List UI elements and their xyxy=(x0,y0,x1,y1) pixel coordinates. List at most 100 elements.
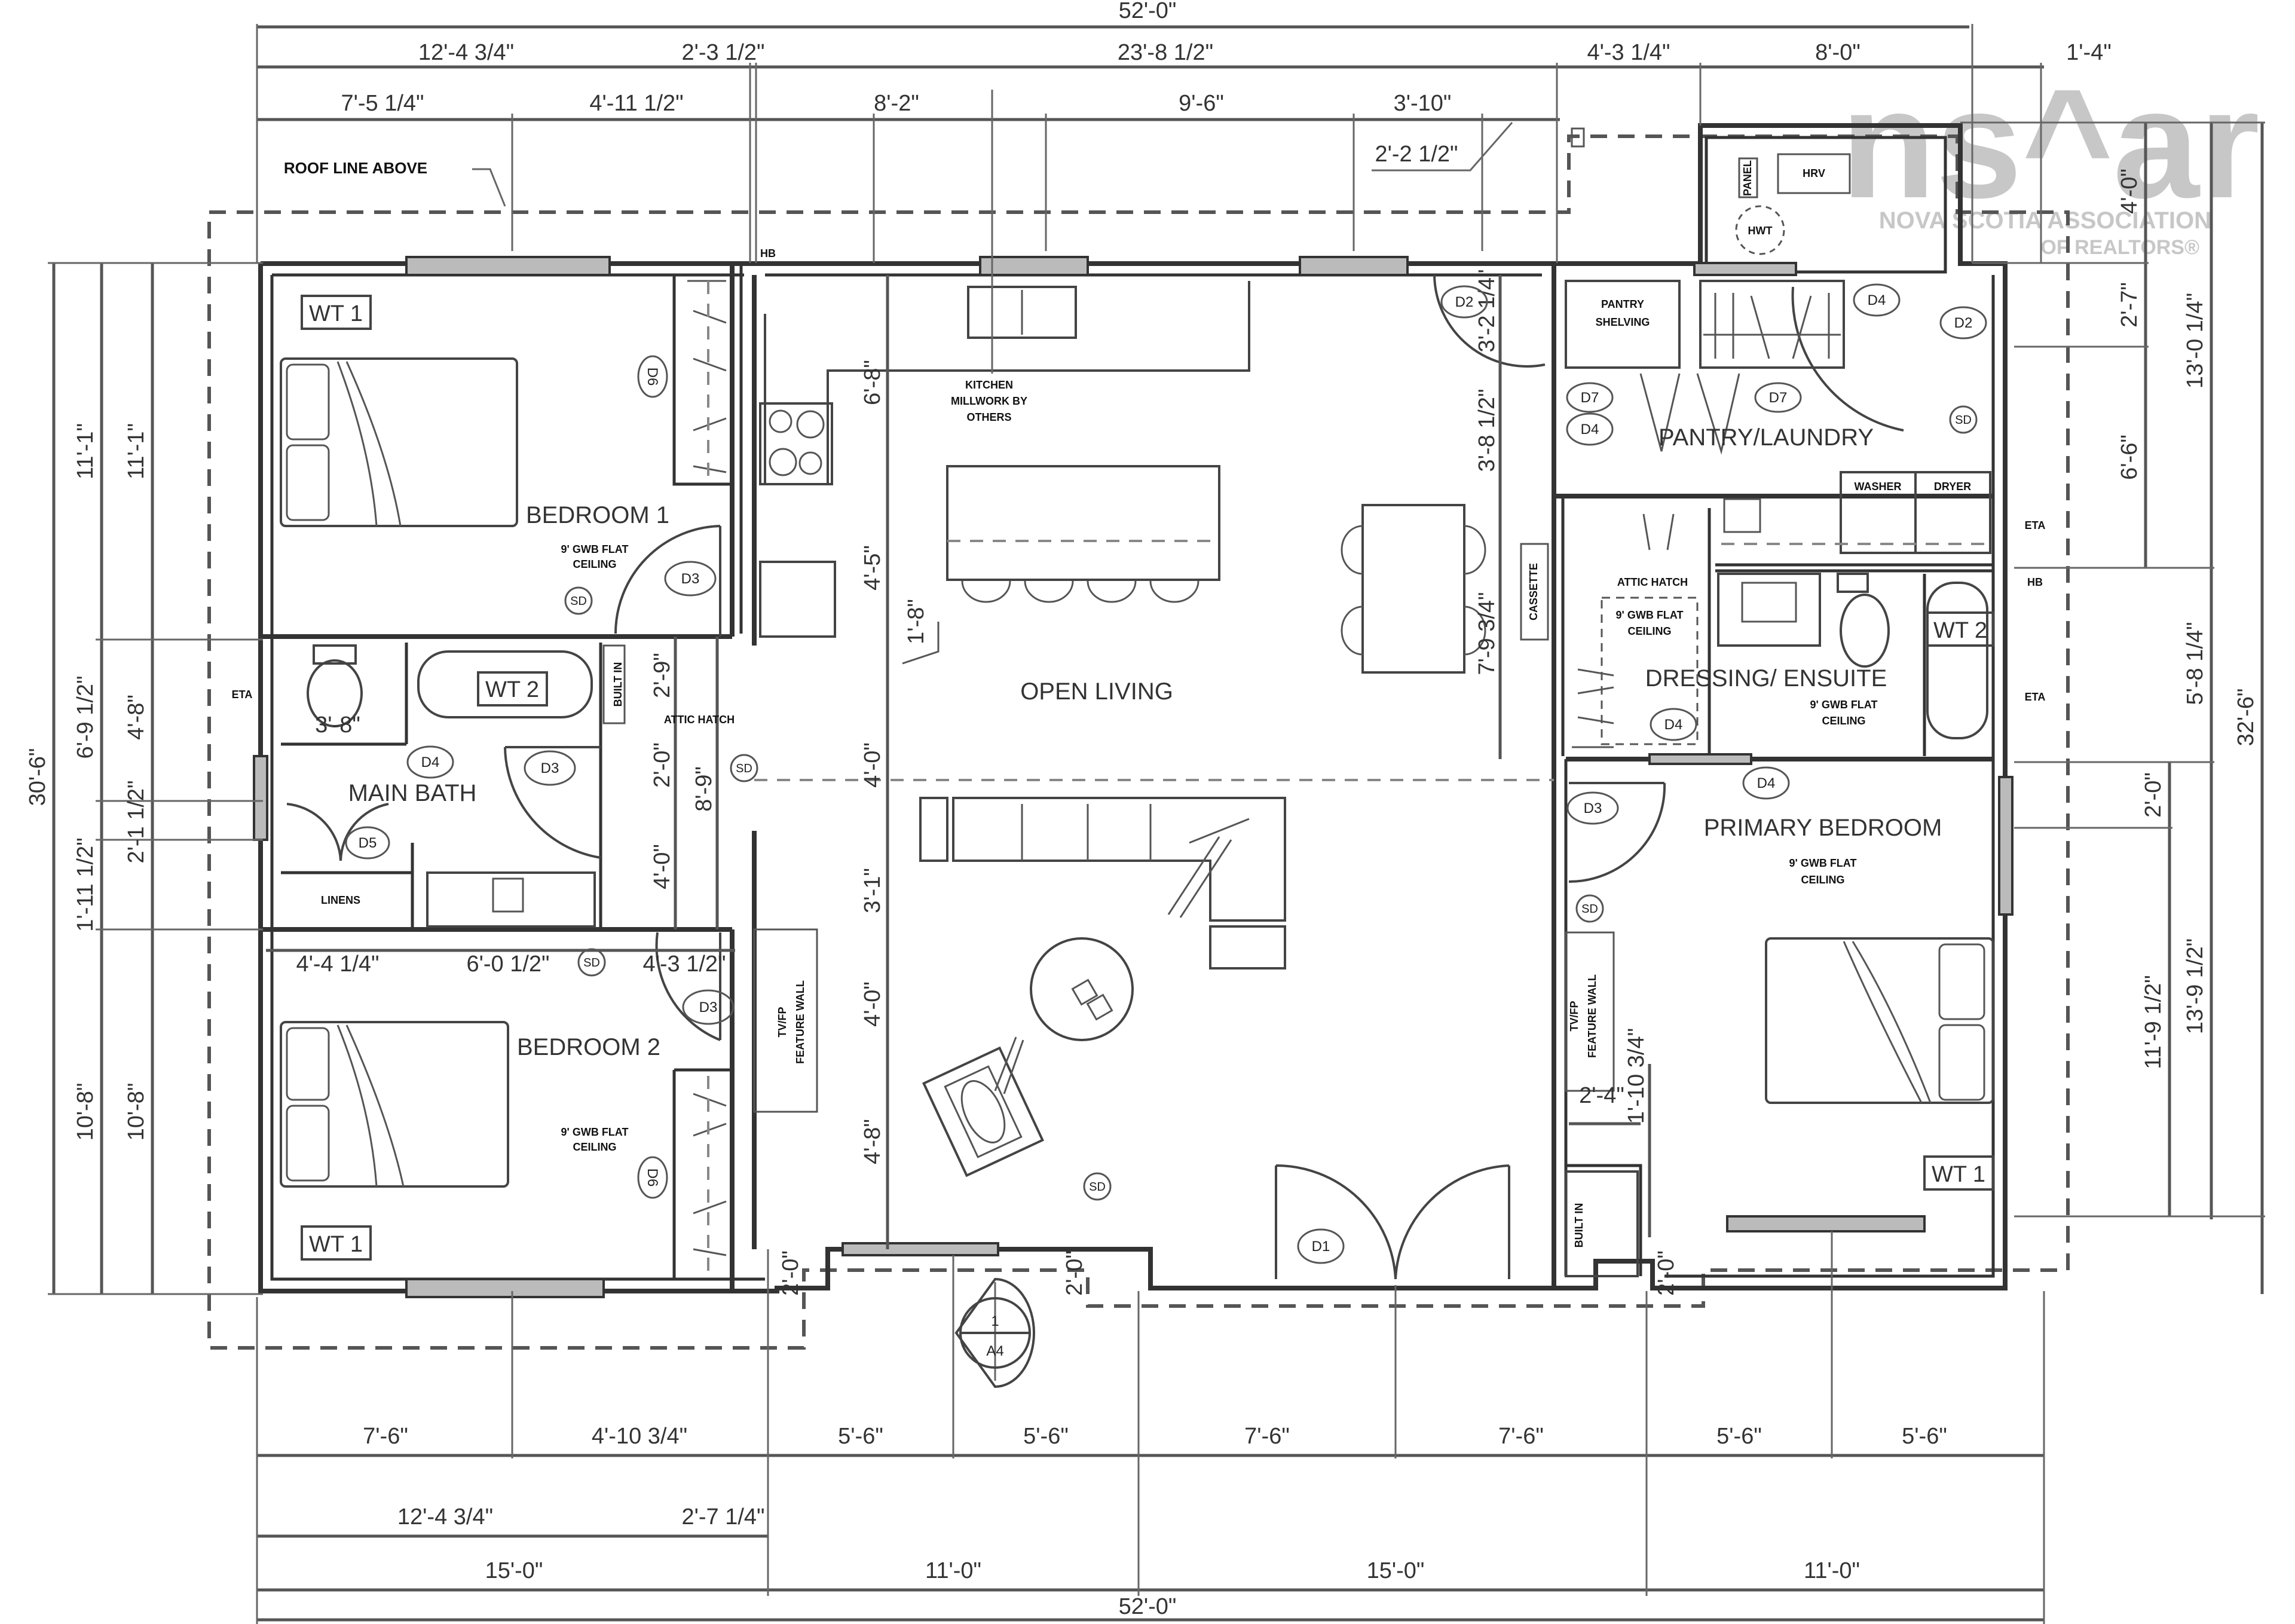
tv-feature-note: FEATURE WALL xyxy=(794,980,806,1064)
main-bath-fixtures xyxy=(307,644,626,928)
room-dressing-ensuite: DRESSING/ ENSUITE xyxy=(1645,665,1887,692)
svg-text:D6: D6 xyxy=(644,368,660,386)
dim-top: 23'-8 1/2" xyxy=(1118,40,1213,65)
svg-text:D7: D7 xyxy=(1769,390,1788,406)
armchair-rug xyxy=(922,1046,1045,1178)
dim-interior: 1'-8" xyxy=(904,599,929,644)
doors xyxy=(286,274,1904,1280)
dim-interior: 4'-3 1/2" xyxy=(642,952,726,977)
bed xyxy=(280,357,518,527)
dim-interior: 6'-0 1/2" xyxy=(466,952,549,977)
door-tag-d6: D6 xyxy=(637,355,668,398)
dim-bottom: 7'-6" xyxy=(1244,1424,1290,1449)
ceiling-note: CEILING xyxy=(1801,874,1844,886)
svg-text:D1: D1 xyxy=(1312,1238,1330,1255)
ceiling-note: 9' GWB FLAT xyxy=(561,1126,629,1138)
svg-text:D4: D4 xyxy=(1757,775,1776,791)
hrv-note: HRV xyxy=(1803,167,1825,179)
smoke-detector: SD xyxy=(564,586,593,615)
ottoman xyxy=(1209,925,1286,969)
toilet xyxy=(307,659,363,727)
wt1-label: WT 1 xyxy=(309,301,363,326)
dim-right: 2'-0" xyxy=(2141,772,2166,818)
door-tag-d4: D4 xyxy=(406,745,454,779)
door-tag-d6: D6 xyxy=(637,1156,668,1199)
pantry-shelving-note: SHELVING xyxy=(1596,316,1650,328)
wt2-label: WT 2 xyxy=(485,677,539,702)
washer-note: WASHER xyxy=(1854,481,1901,493)
svg-text:D4: D4 xyxy=(1581,421,1599,438)
room-bedroom1: BEDROOM 1 xyxy=(526,502,669,528)
bed xyxy=(280,1021,509,1188)
hb-note: HB xyxy=(760,247,776,259)
dim-interior: 4'-4 1/4" xyxy=(296,952,379,977)
svg-text:D6: D6 xyxy=(644,1169,660,1187)
dim-top: 4'-11 1/2" xyxy=(589,91,683,116)
window xyxy=(405,1278,605,1298)
ceiling-note: CEILING xyxy=(573,558,616,570)
tags: WT 1 WT 2 WT 1 WT 1 WT 2 D1 D2 D2 D3 D3 … xyxy=(301,283,1994,1388)
wt2-tag xyxy=(477,671,548,707)
bedroom1-furniture xyxy=(280,280,727,527)
dim-left: 4'-8" xyxy=(124,695,149,740)
panel-note: PANEL xyxy=(1742,160,1754,196)
dim-bottom: 15'-0" xyxy=(1367,1558,1425,1583)
dim-interior: 4'-0" xyxy=(860,981,885,1027)
section-marker: 1 A4 xyxy=(954,1277,1035,1388)
dim-top: 7'-5 1/4" xyxy=(341,91,424,116)
svg-text:D4: D4 xyxy=(421,754,440,770)
smoke-detector: SD xyxy=(577,948,606,977)
dim-top: 9'-6" xyxy=(1179,91,1224,116)
dim-interior: 3'-1" xyxy=(860,868,885,913)
dim-right: 13'-9 1/2" xyxy=(2183,938,2208,1034)
wt1-label: WT 1 xyxy=(1932,1162,1985,1187)
dim-bottom: 12'-4 3/4" xyxy=(397,1504,493,1530)
door-tag-d1: D1 xyxy=(1297,1228,1345,1264)
ceiling-note: 9' GWB FLAT xyxy=(1616,609,1684,621)
coffee-table xyxy=(1030,937,1134,1041)
wt2-label: WT 2 xyxy=(1933,618,1987,643)
dim-interior: 2'-0" xyxy=(1654,1250,1679,1296)
bathtub xyxy=(1926,582,1988,739)
dim-interior: 2'-9" xyxy=(650,653,675,698)
dim-right: 13'-0 1/4" xyxy=(2183,293,2208,389)
svg-text:D3: D3 xyxy=(699,999,718,1016)
svg-text:D3: D3 xyxy=(681,571,700,587)
windows xyxy=(253,256,2014,1298)
door-tag-d3: D3 xyxy=(524,750,576,786)
dim-left: 6'-9 1/2" xyxy=(73,675,98,759)
smoke-detector: SD xyxy=(1575,894,1604,923)
ceiling-note: CEILING xyxy=(573,1141,616,1153)
dim-interior: 3'-2 1/4" xyxy=(1474,269,1500,352)
section-sheet: A4 xyxy=(986,1343,1003,1359)
dim-right: 4'-0" xyxy=(2117,169,2142,214)
svg-text:D2: D2 xyxy=(1455,294,1474,310)
window xyxy=(1648,753,1752,765)
notes: 9' GWB FLAT CEILING 9' GWB FLAT CEILING … xyxy=(232,160,2046,1247)
dim-left: 1'-11 1/2" xyxy=(73,837,98,931)
ensuite-fixtures xyxy=(1520,127,1991,748)
dim-interior: 3'-8" xyxy=(315,712,360,738)
dim-top: 3'-10" xyxy=(1394,91,1452,116)
exterior-walls xyxy=(258,123,2008,1293)
roof-line-note: ROOF LINE ABOVE xyxy=(284,159,427,177)
kitchen-sink xyxy=(967,286,1077,339)
watermark-line2: OF REALTORS® xyxy=(2040,236,2199,259)
dim-interior: 1'-10 3/4" xyxy=(1624,1028,1649,1124)
living-furniture xyxy=(753,779,1554,1178)
watermark-logo: ns^ar xyxy=(1841,57,2260,231)
hrv xyxy=(1777,153,1851,194)
svg-text:SD: SD xyxy=(583,956,600,969)
dim-top: 8'-2" xyxy=(874,91,919,116)
eta-note: ETA xyxy=(232,689,253,701)
smoke-detector: SD xyxy=(1083,1172,1112,1201)
dim-left: 10'-8" xyxy=(124,1083,149,1141)
svg-text:D4: D4 xyxy=(1868,292,1886,308)
dim-interior: 4'-0" xyxy=(650,844,675,889)
svg-text:D4: D4 xyxy=(1664,717,1683,733)
dim-top-callout: 2'-2 1/2" xyxy=(1375,142,1458,167)
tv-feature-note: TV/FP xyxy=(1568,1001,1580,1031)
svg-text:D2: D2 xyxy=(1954,315,1973,331)
wt1-label: WT 1 xyxy=(309,1232,363,1257)
door-tag-d5: D5 xyxy=(345,826,390,860)
